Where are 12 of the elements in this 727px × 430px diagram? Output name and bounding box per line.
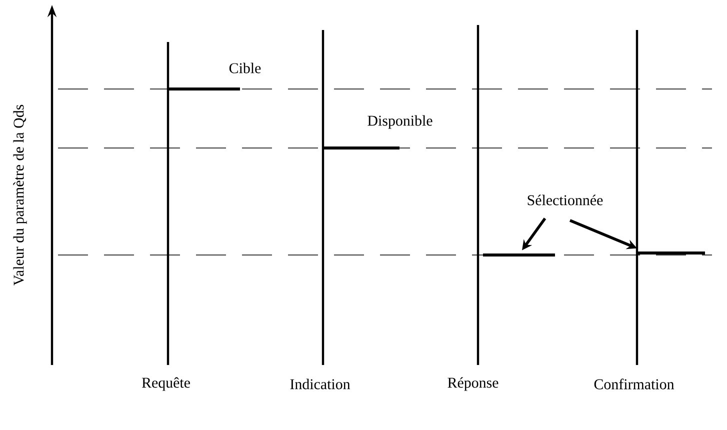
label-text: Indication xyxy=(290,378,350,390)
label-text: Réponse xyxy=(448,377,498,391)
label-text: Requête xyxy=(142,377,190,391)
level-bar xyxy=(322,146,400,150)
level-bar xyxy=(483,254,555,256)
label-text: Disponible xyxy=(368,115,432,129)
label-text: Cible xyxy=(229,62,261,74)
level-bar xyxy=(637,252,705,254)
label-text: Sélectionnée xyxy=(528,194,603,206)
label-text: Confirmation xyxy=(594,378,674,390)
axis-title: Valeur du paramètre de la Qds xyxy=(13,104,27,286)
level-bar xyxy=(168,88,240,90)
